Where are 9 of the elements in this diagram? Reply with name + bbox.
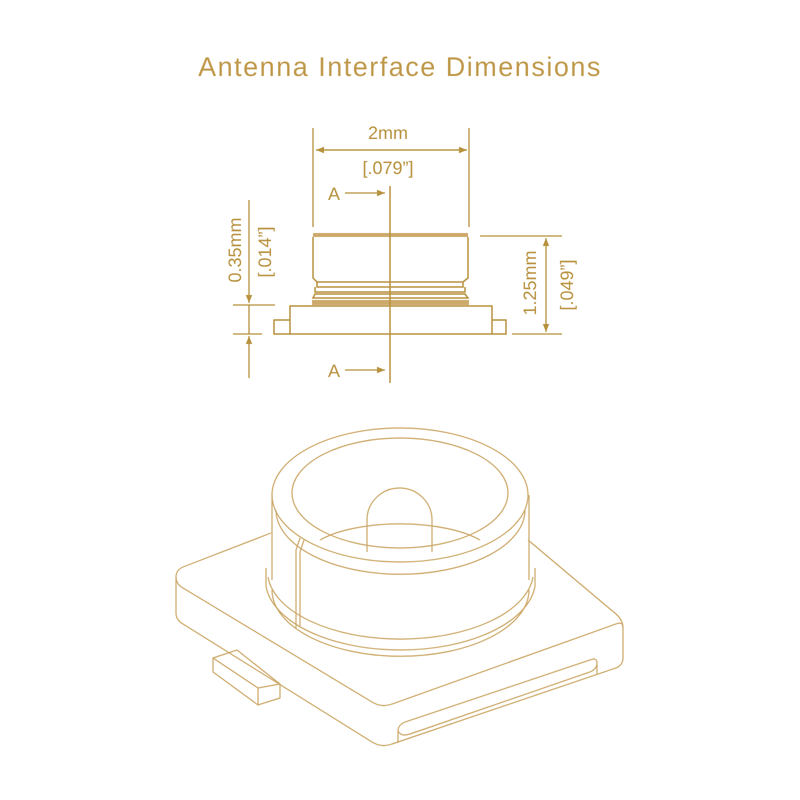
dimension-value: [.014”] bbox=[256, 226, 274, 278]
section-label: A bbox=[328, 185, 340, 203]
dimension-value: [.049”] bbox=[558, 259, 576, 311]
section-label: A bbox=[328, 362, 340, 380]
dimension-value: 0.35mm bbox=[226, 217, 244, 283]
dimension-value: 1.25mm bbox=[521, 250, 539, 316]
dimension-value: [.079”] bbox=[362, 159, 414, 177]
diagram-title: Antenna Interface Dimensions bbox=[197, 54, 603, 81]
dimension-value: 2mm bbox=[368, 124, 408, 142]
